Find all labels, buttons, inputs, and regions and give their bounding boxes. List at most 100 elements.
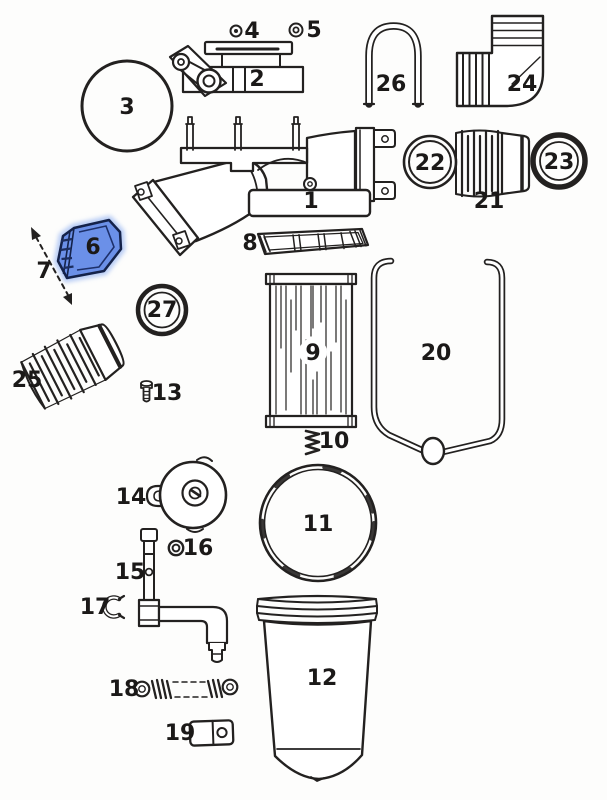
part-2-dividers: [232, 66, 246, 93]
part-4[interactable]: 4: [229, 19, 260, 44]
part-1[interactable]: 1: [131, 116, 396, 257]
part-27-inner: [143, 291, 181, 329]
part-18-right-loop-inner: [226, 683, 234, 691]
part-7-arrowheads: [31, 227, 72, 305]
part-6-label: 6: [85, 235, 100, 260]
part-4-label: 4: [244, 19, 259, 44]
part-6-face-lines: [76, 225, 115, 271]
part-27-label: 27: [147, 298, 178, 323]
part-1-label: 1: [303, 189, 318, 214]
part-5[interactable]: 5: [288, 18, 322, 43]
part-25-band: [97, 323, 123, 369]
part-8-hatch: [259, 229, 367, 253]
part-12-rings: [256, 598, 378, 624]
part-14-bumps: [186, 456, 213, 533]
part-23-inner: [539, 141, 579, 181]
part-2-pivot-outer: [171, 52, 191, 72]
part-2-stems: [221, 53, 281, 68]
part-24-label: 24: [507, 72, 538, 97]
part-25[interactable]: 25: [12, 317, 129, 412]
part-21-cuff: [500, 131, 531, 196]
part-21-ribs-tall: [460, 129, 500, 198]
part-23-outer: [530, 132, 588, 190]
part-8-dividers: [292, 232, 345, 252]
part-12-label: 12: [307, 666, 338, 691]
part-19-label: 19: [165, 721, 196, 746]
part-11[interactable]: 11: [258, 463, 378, 583]
part-12-ring-edges: [256, 598, 378, 621]
part-2[interactable]: 2: [168, 40, 305, 98]
part-9-top-ticks: [269, 274, 353, 284]
part-24[interactable]: 24: [455, 14, 545, 108]
part-7[interactable]: 7: [31, 227, 72, 305]
part-18-left-loop-inner: [138, 685, 146, 693]
part-1-stud-2: [233, 116, 243, 151]
part-15-tube: [143, 540, 155, 601]
part-10[interactable]: 10: [304, 429, 350, 456]
part-14[interactable]: 14: [116, 456, 228, 533]
part-1-top-plate: [179, 146, 309, 173]
part-13-threads: [142, 390, 151, 400]
part-25-cuff-line: [79, 329, 107, 381]
part-4-center: [234, 29, 238, 33]
part-18-dashed-middle: [172, 681, 210, 698]
part-18-right-coils: [206, 678, 224, 699]
part-26-highlight: [367, 23, 420, 104]
part-11-inner: [263, 468, 373, 578]
part-23[interactable]: 23: [530, 132, 588, 190]
part-17-label: 17: [80, 595, 111, 620]
part-25-label: 25: [12, 368, 43, 393]
part-25-ribs-tall: [20, 333, 97, 410]
part-13-head-top: [140, 380, 153, 387]
part-16-outer: [167, 539, 185, 557]
part-18[interactable]: 18: [109, 677, 239, 702]
part-13[interactable]: 13: [140, 380, 182, 406]
part-22[interactable]: 22: [402, 134, 458, 190]
part-12[interactable]: 12: [256, 594, 378, 782]
part-11-label: 11: [303, 512, 334, 537]
part-16[interactable]: 16: [167, 536, 214, 561]
part-21-ribs-short: [466, 134, 494, 193]
part-9-label: 9: [305, 341, 320, 366]
part-17[interactable]: 17: [80, 594, 126, 620]
part-19[interactable]: 19: [165, 719, 235, 747]
part-8-label: 8: [242, 231, 257, 256]
part-6[interactable]: 6: [53, 215, 126, 283]
part-9[interactable]: 9: [264, 272, 358, 429]
part-9-bottom-rim: [264, 414, 358, 429]
part-5-drawing: [288, 22, 304, 38]
part-5-inner: [292, 26, 300, 34]
part-8[interactable]: 8: [242, 227, 370, 256]
part-26[interactable]: 26: [362, 22, 425, 108]
part-1-flange-bolt-bottom: [175, 237, 183, 245]
part-7-dashed-line: [35, 236, 69, 296]
part-1-boss-hole: [307, 181, 313, 187]
part-16-label: 16: [183, 536, 214, 561]
part-1-boss: [303, 177, 317, 191]
part-10-label: 10: [319, 429, 350, 454]
part-14-tab-inner: [153, 490, 188, 502]
part-26-label: 26: [376, 72, 407, 97]
part-21-label: 21: [474, 189, 505, 214]
part-10-drawing: [304, 429, 321, 456]
part-12-body: [262, 619, 373, 781]
part-11-texture: [260, 465, 376, 581]
part-3[interactable]: 3: [80, 59, 174, 153]
part-15-lower-body: [137, 598, 161, 628]
part-21[interactable]: 21: [455, 129, 531, 215]
part-20[interactable]: 20: [370, 257, 506, 466]
part-27-outer: [135, 283, 189, 337]
part-2-hub-inner: [202, 74, 216, 88]
part-15-nozzle: [208, 642, 226, 663]
part-14-screw: [188, 486, 202, 500]
part-20-ball: [420, 436, 446, 466]
part-3-label: 3: [119, 95, 134, 120]
part-23-label: 23: [544, 150, 575, 175]
part-1-flange-bolt-top: [137, 188, 145, 196]
part-19-hole: [216, 726, 228, 739]
part-15[interactable]: 15: [115, 528, 229, 663]
part-27[interactable]: 27: [135, 283, 189, 337]
part-19-body: [188, 719, 235, 747]
